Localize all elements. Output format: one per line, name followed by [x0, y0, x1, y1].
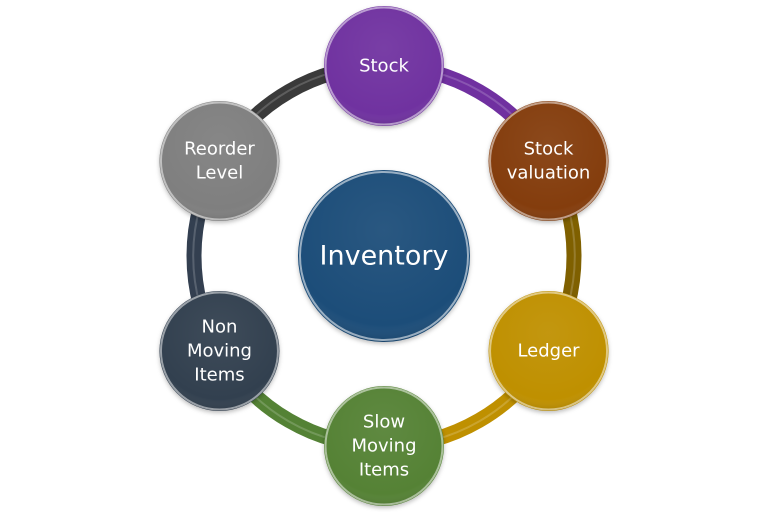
node-label: Slow: [363, 412, 405, 433]
node-rim: [489, 291, 609, 411]
node-gloss: [324, 386, 444, 506]
center-circle-rim: [299, 171, 469, 341]
center-label: Inventory: [320, 241, 449, 272]
node-stock-valuation[interactable]: Stock valuation: [488, 101, 609, 221]
node-label: Moving: [187, 341, 252, 362]
node-gloss: [488, 101, 609, 221]
node-label: Non: [202, 317, 238, 338]
center-hub: Inventory: [298, 170, 470, 342]
node-label: Stock: [359, 56, 409, 77]
node-label: Ledger: [517, 341, 580, 362]
node-label: Moving: [351, 436, 416, 457]
node-gloss: [324, 6, 444, 126]
node-gloss: [159, 291, 280, 411]
node-label: Items: [194, 365, 244, 386]
node-rim: [324, 386, 444, 506]
node-ledger[interactable]: Ledger: [488, 291, 609, 411]
node-rim: [159, 101, 279, 221]
node-rim: [489, 101, 609, 221]
center-circle-gloss: [298, 170, 470, 342]
node-gloss: [488, 291, 609, 411]
node-label: Stock: [524, 139, 574, 160]
node-label: valuation: [507, 163, 591, 184]
node-label: Items: [359, 460, 409, 481]
node-label: Reorder: [184, 139, 255, 160]
node-rim: [159, 291, 279, 411]
node-stock[interactable]: Stock: [324, 6, 444, 126]
cycle-nodes: StockStockvaluationLedgerSlowMovingItems…: [159, 6, 609, 506]
node-gloss: [159, 101, 280, 221]
node-rim: [324, 6, 444, 126]
node-label: Level: [196, 163, 244, 184]
